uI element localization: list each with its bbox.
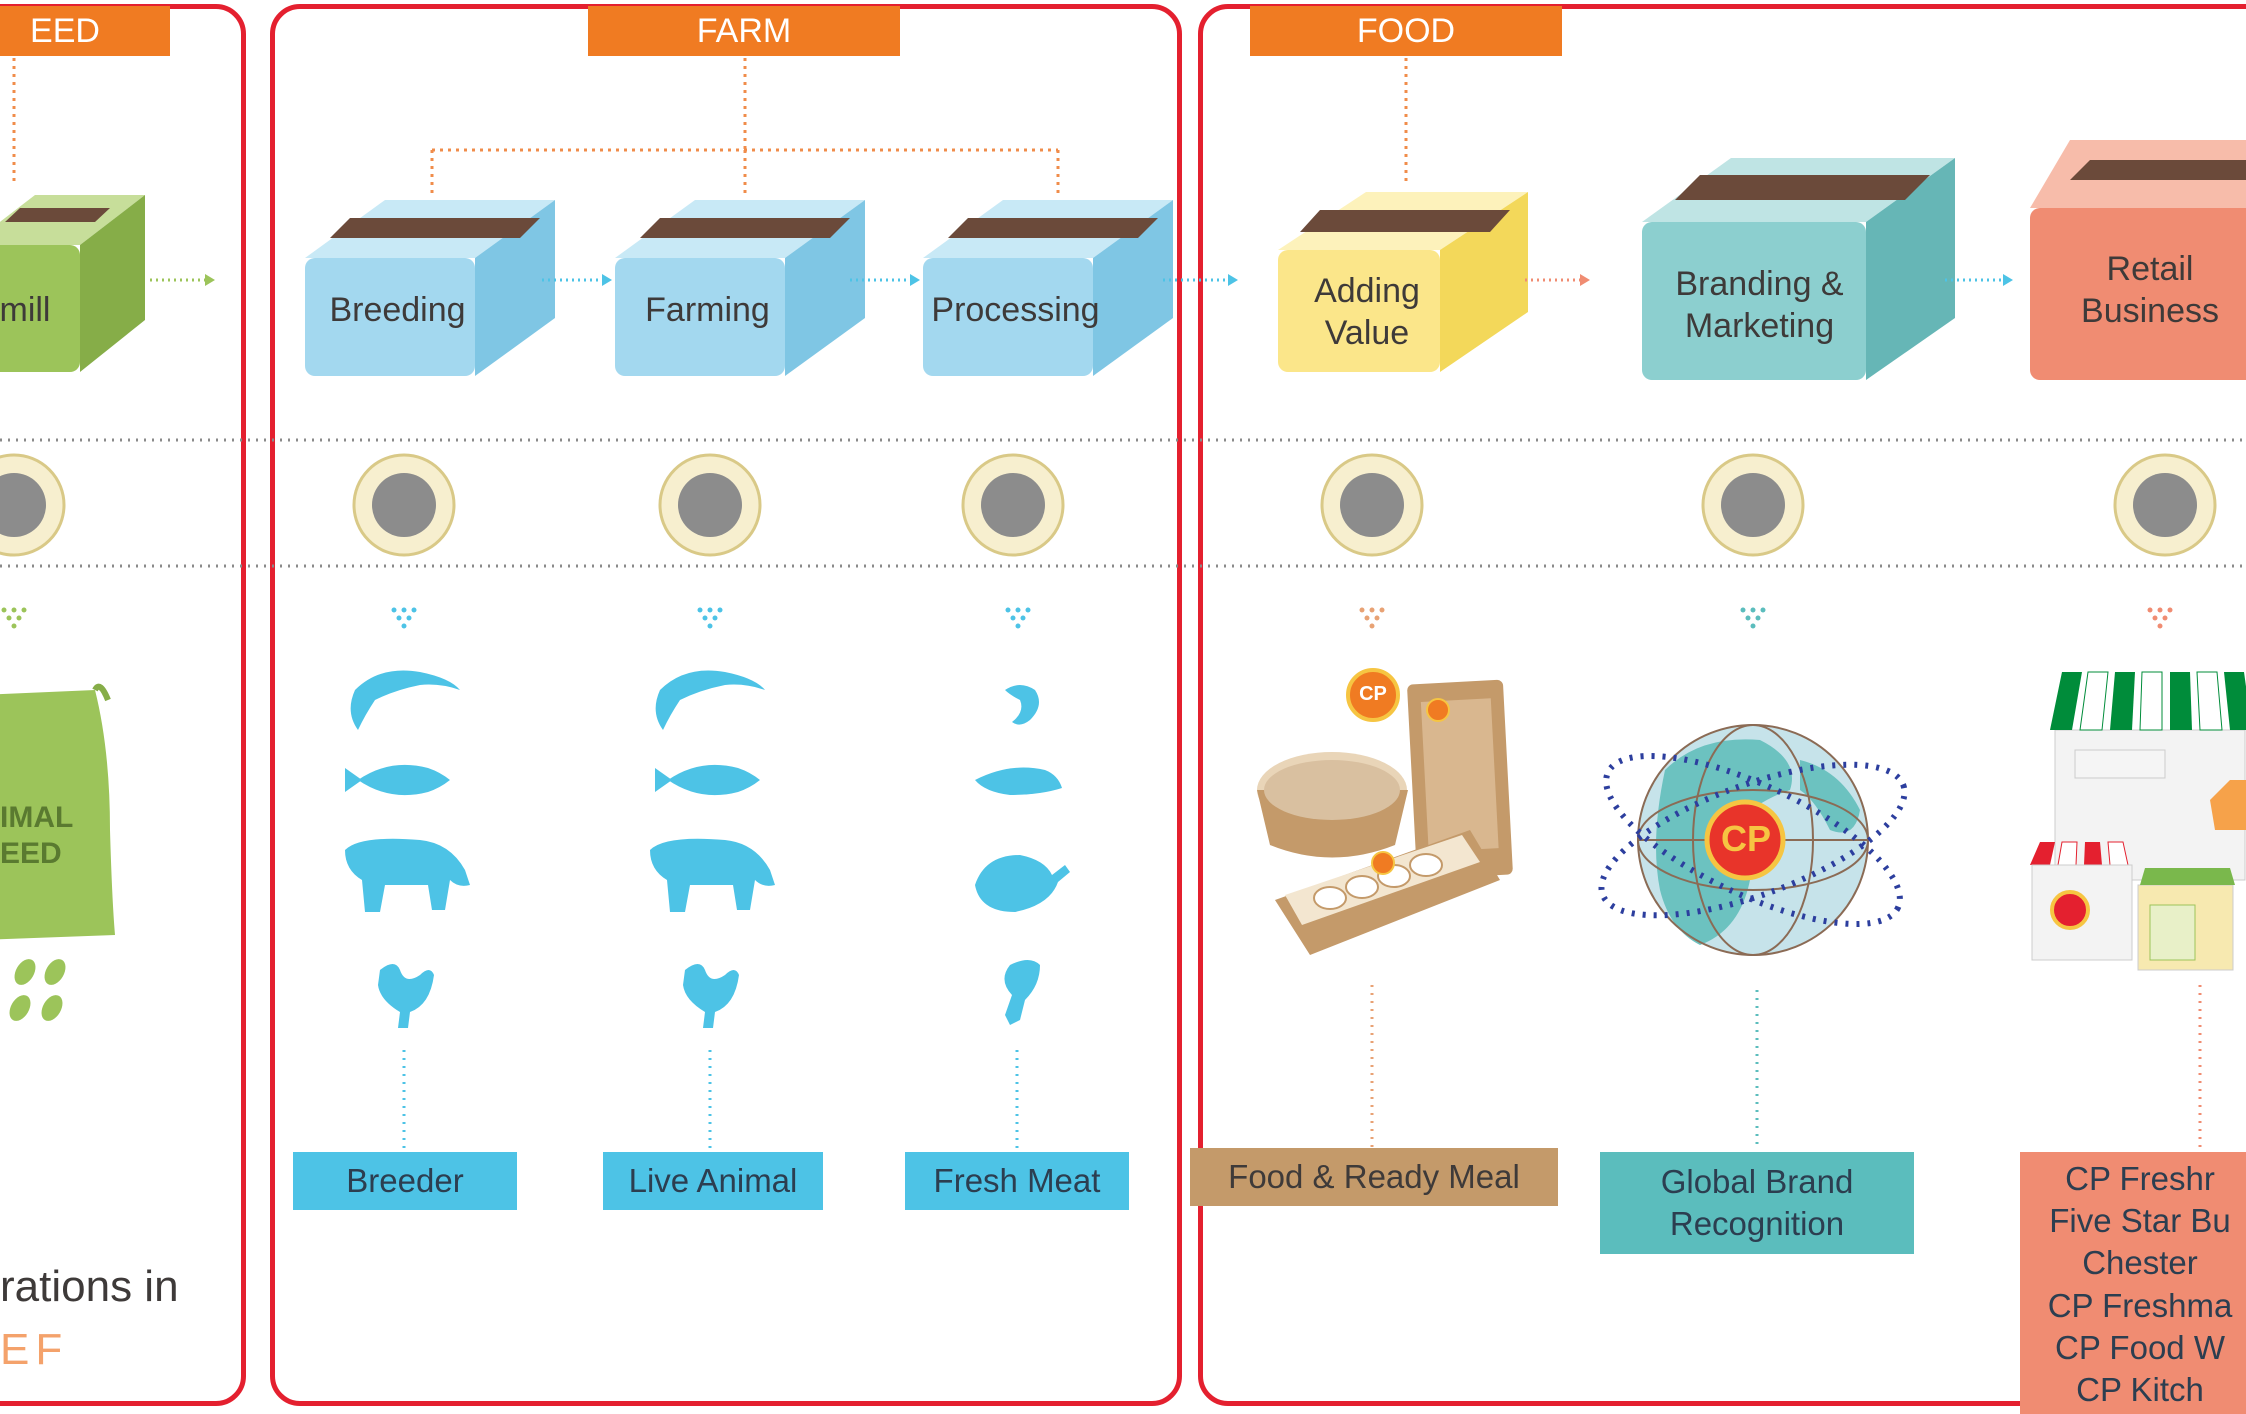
pig-icon <box>345 838 470 912</box>
chicken-icon <box>683 964 739 1028</box>
tag-retail-list: CP Freshr Five Star Bu Chester CP Freshm… <box>2020 1152 2246 1414</box>
blue-drops <box>402 1050 1019 1150</box>
branding-box <box>1642 158 1955 380</box>
tab-feed: EED <box>0 6 170 56</box>
dotted-band <box>0 438 2246 568</box>
breeding-box <box>305 200 555 376</box>
farming-box <box>615 200 865 376</box>
footer-text-line1: rations in <box>0 1262 179 1311</box>
tag-breeder: Breeder <box>293 1152 517 1210</box>
processing-box <box>923 200 1173 376</box>
cp-logo-pack: CP <box>1359 683 1387 705</box>
footer-text-line2: EF <box>0 1325 69 1374</box>
cp-logo-globe: CP <box>1720 818 1771 859</box>
fish-icon <box>345 764 450 796</box>
fish-icon <box>975 767 1062 795</box>
tag-global-brand: Global Brand Recognition <box>1600 1152 1914 1254</box>
store-icon <box>2030 671 2246 971</box>
sack-line-2: EED <box>0 837 62 870</box>
tag-fresh-meat: Fresh Meat <box>905 1152 1129 1210</box>
shrimp-icon <box>350 670 460 730</box>
sack-label: IMAL EED <box>0 800 73 872</box>
fish-icon <box>655 764 760 796</box>
mill-label: mill <box>0 290 51 329</box>
farm-connector <box>12 58 1408 195</box>
processing-label: Processing <box>931 290 1100 329</box>
adding-value-label: Adding Value <box>1314 271 1420 353</box>
branding-label: Branding & Marketing <box>1675 264 1844 346</box>
retail-label: Retail Business <box>2081 249 2219 331</box>
feed-sack-icon <box>0 683 115 940</box>
pig-icon <box>650 838 775 912</box>
breeding-animals <box>345 670 470 1028</box>
seed-icon <box>9 959 66 1021</box>
farming-animals <box>650 670 775 1028</box>
adding-value-box <box>1278 192 1528 372</box>
drumstick-icon <box>1004 960 1040 1025</box>
tab-food: FOOD <box>1250 6 1562 56</box>
retail-box <box>2030 140 2246 380</box>
processing-products <box>975 685 1070 1025</box>
mill-box <box>0 195 145 372</box>
breeding-label: Breeding <box>329 290 466 329</box>
shrimp-icon <box>1005 685 1039 725</box>
chicken-icon <box>378 964 434 1028</box>
dot-arrows <box>1 607 2173 629</box>
food-panel <box>1198 4 2246 1406</box>
sack-line-1: IMAL <box>0 801 74 834</box>
farming-label: Farming <box>645 290 770 329</box>
tag-live-animal: Live Animal <box>603 1152 823 1210</box>
ring-icons <box>0 453 2217 557</box>
ham-icon <box>975 855 1070 912</box>
shrimp-icon <box>655 670 765 730</box>
globe-icon <box>1598 724 1908 956</box>
tag-food-ready-meal: Food & Ready Meal <box>1190 1148 1558 1206</box>
tab-farm: FARM <box>588 6 900 56</box>
food-pack-icon <box>1257 679 1513 955</box>
cp-logo-icon <box>1346 668 1450 875</box>
